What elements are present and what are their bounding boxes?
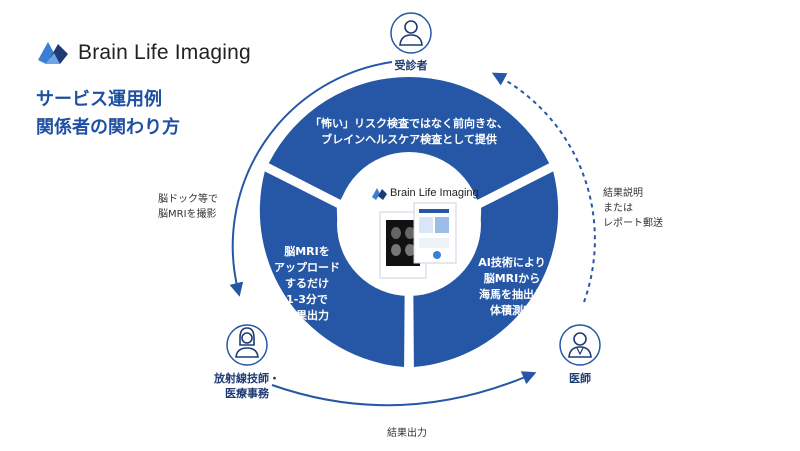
title-line-2: 関係者の関わり方: [36, 117, 180, 138]
arrow-bottom: [271, 371, 537, 407]
center-brand-name: Brain Life Imaging: [390, 187, 479, 199]
segment-left: [259, 171, 405, 367]
segment-top-text: 「怖い」リスク検査ではなく前向きな、 ブレインヘルスケア検査として提供: [310, 117, 508, 146]
segment-right: [413, 171, 559, 367]
report-preview: [379, 202, 457, 279]
page-title: サービス運用例 関係者の関わり方: [36, 86, 180, 142]
arrow-right-dashed: [491, 72, 596, 303]
brand-logo: Brain Life Imaging: [36, 40, 251, 66]
doctor-avatar-icon: [559, 324, 601, 366]
segment-top: [268, 76, 550, 200]
brain-logo-icon: [38, 42, 68, 64]
center-logo-icon: [372, 188, 387, 200]
arrow-bottom-label: 結果出力: [387, 428, 427, 439]
examinee-label: 受診者: [394, 59, 428, 72]
radiographer-label: 放射線技師・ 医療事務: [214, 372, 280, 400]
brand-name: Brain Life Imaging: [78, 41, 251, 64]
examinee-avatar-icon: [390, 12, 432, 54]
arrow-left: [229, 61, 393, 297]
segment-right-text: AI技術により 脳MRIから 海馬を抽出し 体積測定: [478, 256, 546, 317]
title-line-1: サービス運用例: [36, 89, 162, 110]
arrow-left-label: 脳ドック等で 脳MRIを撮影: [158, 194, 218, 220]
arrow-right-label: 結果説明 または レポート郵送: [603, 188, 663, 229]
radiographer-avatar-icon: [226, 324, 268, 366]
doctor-label: 医師: [569, 372, 591, 385]
segment-left-text: 脳MRIを アップロード するだけ 1-3分で 結果出力: [274, 245, 340, 322]
